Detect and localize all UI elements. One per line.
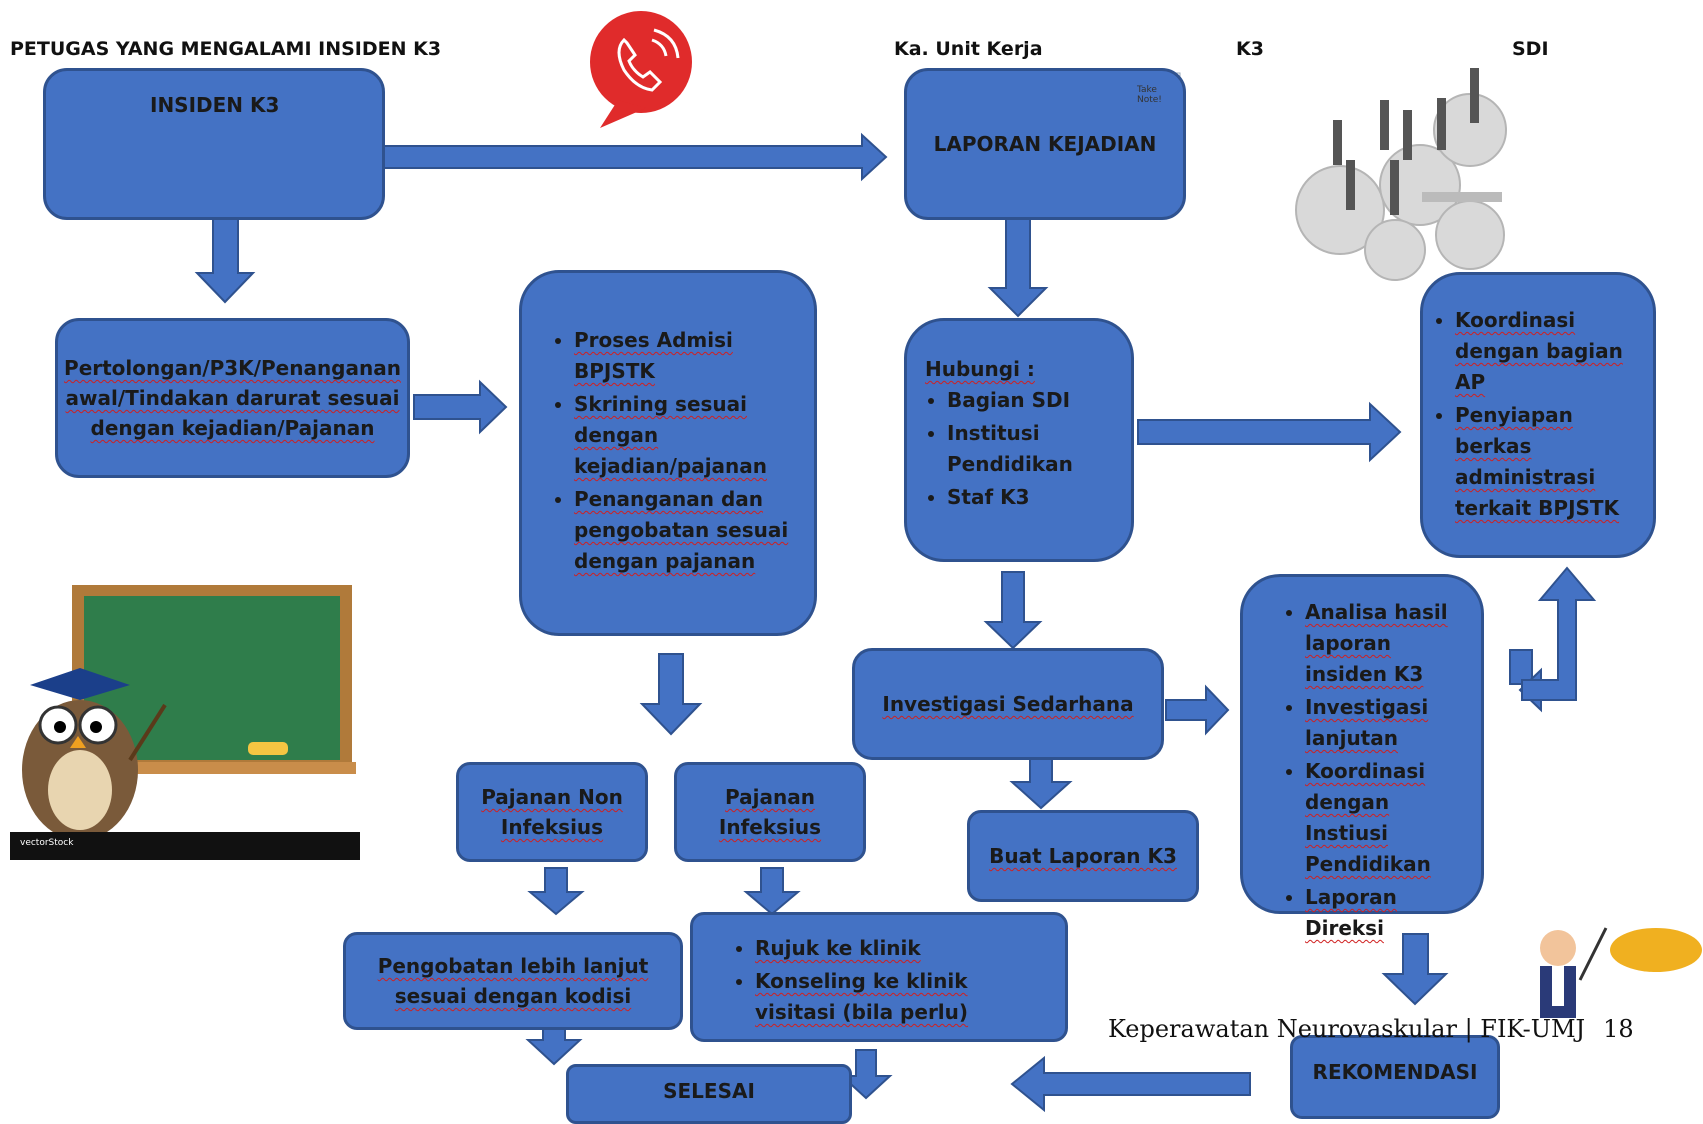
selesai-label: SELESAI (663, 1079, 755, 1103)
take-note-text: Take Note! (1137, 85, 1162, 105)
pajanan-non-box: Pajanan Non Infeksius (456, 762, 648, 862)
hubungi-title: Hubungi : (925, 357, 1035, 381)
buat-laporan-box: Buat Laporan K3 (967, 810, 1199, 902)
pajanan-inf-label: Pajanan Infeksius (718, 785, 822, 839)
arrow-laporan-to-hubungi (987, 215, 1049, 318)
arrow-investigasi-to-buat-laporan (1009, 757, 1073, 810)
header-petugas: PETUGAS YANG MENGALAMI INSIDEN K3 (10, 38, 442, 60)
arrow-investigasi-to-analisa (1165, 684, 1230, 736)
koordinasi-item: Penyiapan berkas administrasi terkait BP… (1455, 400, 1639, 524)
proses-box: Proses Admisi BPJSTK Skrining sesuai den… (519, 270, 817, 636)
pajanan-non-label: Pajanan Non Infeksius (481, 785, 623, 839)
pajanan-inf-box: Pajanan Infeksius (674, 762, 866, 862)
pengobatan-label: Pengobatan lebih lanjut sesuai dengan ko… (377, 954, 649, 1008)
speaker-illustration (1540, 927, 1702, 1018)
laporan-kejadian-label: LAPORAN KEJADIAN (933, 132, 1157, 156)
rekomendasi-label: REKOMENDASI (1312, 1060, 1478, 1084)
slide-footer: Keperawatan Neurovaskular | FIK-UMJ 18 (1108, 1015, 1634, 1043)
pertolongan-box: Pertolongan/P3K/Penanganan awal/Tindakan… (55, 318, 410, 478)
rujuk-item: Rujuk ke klinik (755, 933, 1053, 964)
rujuk-box: Rujuk ke klinik Konseling ke klinik visi… (690, 912, 1068, 1042)
people-gears-illustration (1295, 68, 1507, 281)
arrow-to-koordinasi-up (1521, 566, 1597, 701)
pertolongan-label: Pertolongan/P3K/Penanganan awal/Tindakan… (64, 356, 401, 440)
koordinasi-list: Koordinasi dengan bagian AP Penyiapan be… (1433, 305, 1639, 524)
page-number: 18 (1603, 1015, 1634, 1043)
arrow-rujuk-to-selesai (839, 1049, 893, 1100)
header-sdi: SDI (1512, 38, 1549, 60)
insiden-k3-label: INSIDEN K3 (150, 93, 280, 117)
proses-list: Proses Admisi BPJSTK Skrining sesuai den… (552, 325, 794, 577)
analisa-list: Analisa hasil laporan insiden K3 Investi… (1243, 597, 1469, 944)
investigasi-label: Investigasi Sedarhana (882, 692, 1134, 716)
analisa-item: Investigasi lanjutan (1305, 692, 1469, 754)
arrow-pajanan-non-to-pengobatan (527, 867, 585, 916)
analisa-item: Koordinasi dengan Instiusi Pendidikan (1305, 756, 1469, 880)
arrow-insiden-to-laporan (383, 132, 888, 182)
proses-item: Penanganan dan pengobatan sesuai dengan … (574, 484, 794, 577)
arrow-insiden-to-pertolongan (194, 217, 256, 304)
vectorstock-brand: vectorStock (20, 838, 74, 848)
hubungi-item: Bagian SDI (947, 385, 1115, 416)
pengobatan-box: Pengobatan lebih lanjut sesuai dengan ko… (343, 932, 683, 1030)
hubungi-list: Bagian SDI Institusi Pendidikan Staf K3 (925, 385, 1115, 513)
arrow-hubungi-to-investigasi (983, 571, 1043, 650)
hubungi-box: Hubungi : Bagian SDI Institusi Pendidika… (904, 318, 1134, 562)
koordinasi-box: Koordinasi dengan bagian AP Penyiapan be… (1420, 272, 1656, 558)
arrow-pertolongan-to-proses (413, 379, 508, 435)
rujuk-list: Rujuk ke klinik Konseling ke klinik visi… (693, 933, 1053, 1028)
owl-teacher-illustration (10, 580, 360, 860)
footer-text: Keperawatan Neurovaskular | FIK-UMJ (1108, 1015, 1586, 1043)
buat-laporan-label: Buat Laporan K3 (989, 844, 1177, 868)
arrow-hubungi-to-koordinasi (1137, 401, 1402, 463)
proses-item: Proses Admisi BPJSTK (574, 325, 794, 387)
arrow-rekomendasi-to-selesai (1010, 1055, 1251, 1113)
insiden-k3-box: INSIDEN K3 (43, 68, 385, 220)
analisa-item: Laporan Direksi (1305, 882, 1469, 944)
rekomendasi-box: REKOMENDASI (1290, 1035, 1500, 1119)
selesai-box: SELESAI (566, 1064, 852, 1124)
arrow-analisa-to-rekomendasi (1381, 933, 1449, 1006)
rujuk-item: Konseling ke klinik visitasi (bila perlu… (755, 966, 1053, 1028)
hubungi-item: Staf K3 (947, 482, 1115, 513)
analisa-box: Analisa hasil laporan insiden K3 Investi… (1240, 574, 1484, 940)
arrow-pajanan-inf-to-rujuk (743, 867, 801, 916)
header-k3: K3 (1236, 38, 1264, 60)
proses-item: Skrining sesuai dengan kejadian/pajanan (574, 389, 794, 482)
laporan-kejadian-box: LAPORAN KEJADIAN (904, 68, 1186, 220)
header-ka-unit: Ka. Unit Kerja (894, 38, 1043, 60)
analisa-item: Analisa hasil laporan insiden K3 (1305, 597, 1469, 690)
phone-call-icon (590, 11, 692, 128)
arrow-proses-to-pajanan (639, 653, 703, 736)
hubungi-item: Institusi Pendidikan (947, 418, 1115, 480)
koordinasi-item: Koordinasi dengan bagian AP (1455, 305, 1639, 398)
investigasi-box: Investigasi Sedarhana (852, 648, 1164, 760)
